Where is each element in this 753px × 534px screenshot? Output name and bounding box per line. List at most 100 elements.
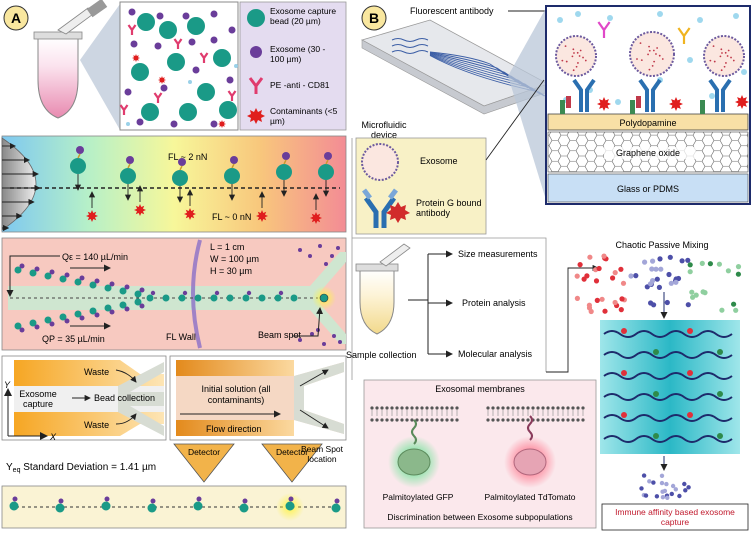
channel-exosome-top [124, 284, 130, 290]
lipid-head-bottom [420, 418, 424, 422]
force-link [77, 153, 81, 159]
mixing-output-particle [651, 480, 656, 485]
channel-bead-top [14, 266, 22, 274]
mixing-output-particle [665, 495, 670, 500]
mixing-particle [584, 273, 590, 279]
channel-bead-center [226, 294, 234, 302]
surface-exosome-cargo [575, 65, 578, 68]
mixing-output-particle [669, 491, 674, 497]
tracking-bead [55, 503, 65, 513]
lipid-head-bottom [435, 418, 439, 422]
mixing-particle [707, 261, 714, 267]
tracking-exosome [196, 496, 202, 502]
axis-y-label: Y [4, 380, 11, 390]
mixing-output-particle [659, 473, 665, 478]
beam-spot-label: Beam spot [258, 330, 302, 340]
mixer-captured-particle [687, 328, 693, 334]
mixer-captured-particle [621, 412, 627, 418]
lipid-head-bottom [541, 418, 545, 422]
mixer-captured-particle [717, 433, 723, 439]
mixer-captured-particle [717, 349, 723, 355]
lipid-head-top [455, 406, 459, 410]
channel-exosome-center [278, 290, 284, 296]
mixture-antibody [227, 90, 237, 101]
lipid-head-bottom [506, 418, 510, 422]
channel-exosome-bottom [64, 318, 70, 324]
detector-left [173, 443, 235, 483]
mixing-particle [612, 299, 618, 306]
mixture-antibody [127, 24, 137, 35]
lipid-head-bottom [521, 418, 525, 422]
surface-marker-red [566, 96, 571, 108]
channel-bead-center [274, 294, 282, 302]
mixing-particle [587, 254, 593, 260]
force-link [283, 159, 287, 165]
lipid-head-bottom [576, 418, 580, 422]
lipid-head-top [375, 406, 379, 410]
surface-exosome-cargo [639, 42, 642, 45]
connector-legend-to-zoom [485, 79, 545, 161]
tracking-bead [147, 503, 157, 513]
sample-tube-yellow [355, 243, 411, 335]
mixture-bead [159, 21, 177, 39]
mixing-particle [685, 257, 691, 263]
mixture-exosome [156, 12, 164, 20]
mixture-bead [137, 13, 155, 31]
force-exosome [324, 152, 332, 160]
mixing-output-particle [660, 495, 666, 500]
mixing-particle [650, 258, 656, 264]
legend-b-exosome-label: Exosome [420, 156, 458, 166]
mixing-particle [699, 260, 705, 266]
surface-fluor-antibody-yellow [677, 27, 691, 44]
gfp-label: Palmitoylated GFP [383, 492, 454, 502]
std-dev-label: Yeq Standard Deviation = 1.41 µm [6, 462, 156, 474]
lipid-head-top [415, 406, 419, 410]
force-link [179, 165, 183, 171]
surface-exosome-cargo [564, 45, 567, 47]
channel-outlet-exosome [322, 342, 326, 346]
lipid-head-bottom [491, 418, 495, 422]
mixture-exosome [154, 42, 162, 50]
surface-exosome-cargo [709, 59, 712, 62]
channel-bead-bottom [134, 298, 142, 306]
lipid-head-top [501, 406, 505, 410]
mixer-wave [603, 372, 733, 380]
chip-channel-line [429, 51, 521, 85]
surface-exosome-cargo [725, 62, 727, 64]
lipid-head-top [440, 406, 444, 410]
mixture-bead [167, 53, 185, 71]
mixture-exosome [210, 36, 218, 44]
analysis-molecular: Molecular analysis [458, 349, 533, 359]
channel-outlet-exosome [324, 262, 328, 266]
channel-bead-top [29, 269, 37, 277]
force-contaminant [134, 204, 146, 216]
mixture-exosome [160, 84, 168, 92]
mixture-exosome [210, 10, 218, 18]
channel-bead-center [178, 294, 186, 302]
force-link [231, 163, 235, 169]
mixture-contaminant [132, 54, 140, 62]
mixing-particle [628, 273, 634, 279]
channel-width: W = 100 µm [210, 254, 259, 264]
surface-exosome-cargo [636, 58, 638, 60]
surface-exosome-cargo [582, 56, 584, 59]
mixture-contaminant [158, 76, 166, 84]
mixing-output-particle [662, 488, 668, 494]
mixing-particle [666, 271, 672, 278]
tracking-exosome [104, 496, 110, 502]
lipid-head-top [556, 406, 560, 410]
mixer-captured-particle [653, 391, 659, 397]
mixing-particle [658, 266, 664, 272]
surface-exosome-cargo [661, 58, 664, 60]
mixer-captured-particle [653, 433, 659, 439]
lipid-head-bottom [430, 418, 434, 422]
lipid-head-bottom [395, 418, 399, 422]
bead-collection-label: Bead collection [94, 393, 155, 403]
qp-label: QP = 35 µL/min [42, 334, 105, 344]
mixture-exosome [170, 120, 178, 128]
mixing-particle [596, 265, 602, 272]
mixture-antibody [153, 92, 163, 103]
force-exosome [282, 152, 290, 160]
lipid-head-top [450, 406, 454, 410]
